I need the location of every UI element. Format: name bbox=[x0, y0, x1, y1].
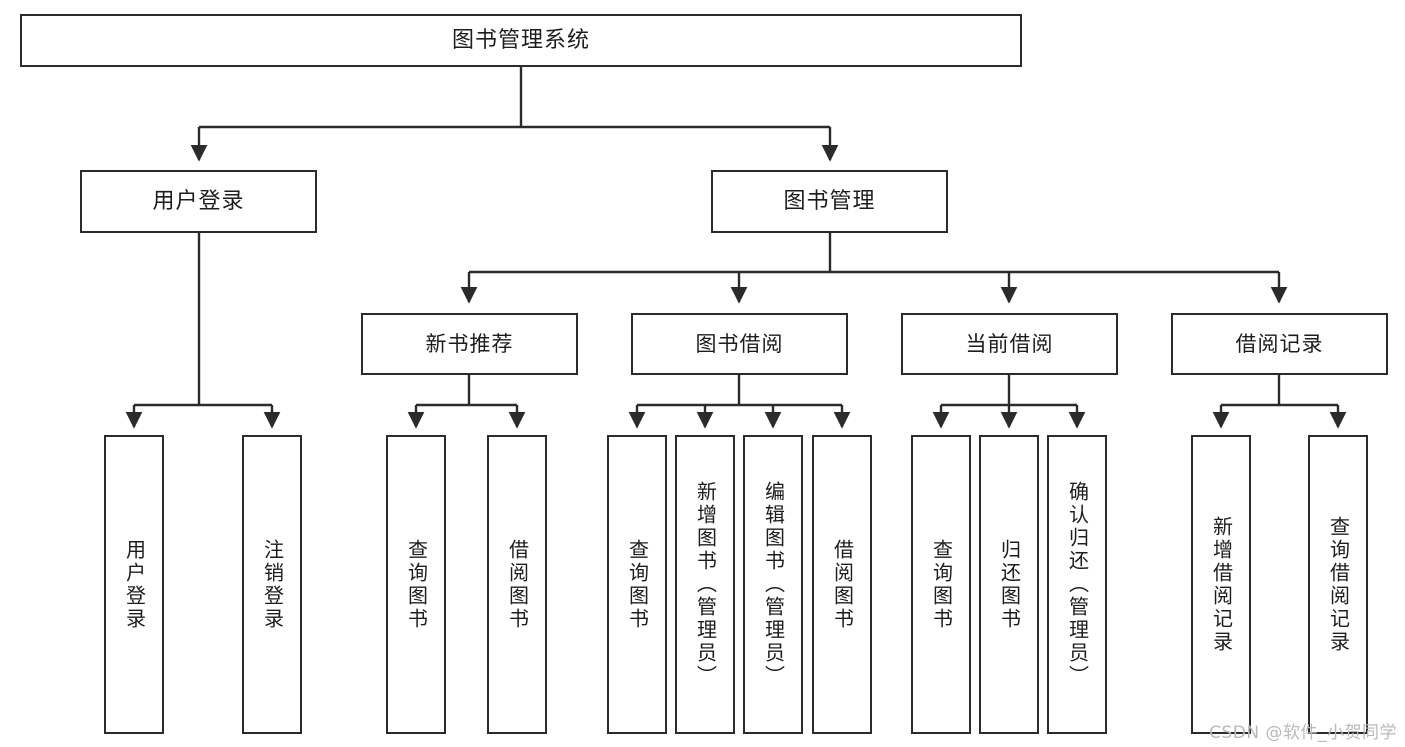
csdn-watermark: CSDN @软件_小贺同学 bbox=[1209, 723, 1397, 743]
node-label: 借阅图书 bbox=[505, 538, 530, 631]
node-label: 查询图书 bbox=[404, 538, 429, 631]
leaf-book-borrow-edit-book-admin[interactable]: 编辑图书（管理员） bbox=[743, 435, 803, 734]
leaf-book-borrow-borrow-book[interactable]: 借阅图书 bbox=[812, 435, 872, 734]
leaf-current-borrow-return-book[interactable]: 归还图书 bbox=[979, 435, 1039, 734]
node-new-book-recommend[interactable]: 新书推荐 bbox=[361, 313, 578, 375]
node-label: 用户登录 bbox=[122, 538, 147, 631]
node-label: 查询图书 bbox=[625, 538, 650, 631]
node-current-borrow[interactable]: 当前借阅 bbox=[901, 313, 1118, 375]
node-label: 借阅记录 bbox=[1235, 331, 1324, 356]
node-label: 编辑图书（管理员） bbox=[761, 481, 786, 688]
node-label: 新增图书（管理员） bbox=[693, 481, 718, 688]
leaf-book-borrow-query-book[interactable]: 查询图书 bbox=[607, 435, 667, 734]
leaf-new-book-borrow-book[interactable]: 借阅图书 bbox=[487, 435, 547, 734]
node-label: 新增借阅记录 bbox=[1209, 515, 1234, 654]
node-label: 用户登录 bbox=[152, 188, 245, 214]
leaf-current-borrow-confirm-return-admin[interactable]: 确认归还（管理员） bbox=[1047, 435, 1107, 734]
node-book-borrow[interactable]: 图书借阅 bbox=[631, 313, 848, 375]
leaf-user-login-logout[interactable]: 注销登录 bbox=[242, 435, 302, 734]
leaf-book-borrow-add-book-admin[interactable]: 新增图书（管理员） bbox=[675, 435, 735, 734]
node-label: 确认归还（管理员） bbox=[1065, 481, 1090, 688]
node-label: 新书推荐 bbox=[425, 331, 514, 356]
node-label: 图书管理系统 bbox=[451, 27, 590, 53]
node-root-book-management-system[interactable]: 图书管理系统 bbox=[20, 14, 1022, 67]
node-label: 当前借阅 bbox=[965, 331, 1054, 356]
leaf-current-borrow-query-book[interactable]: 查询图书 bbox=[911, 435, 971, 734]
node-borrow-record[interactable]: 借阅记录 bbox=[1171, 313, 1388, 375]
node-label: 图书借阅 bbox=[695, 331, 784, 356]
leaf-new-book-query-book[interactable]: 查询图书 bbox=[386, 435, 446, 734]
node-book-management[interactable]: 图书管理 bbox=[711, 170, 948, 233]
node-label: 借阅图书 bbox=[830, 538, 855, 631]
leaf-user-login-login[interactable]: 用户登录 bbox=[104, 435, 164, 734]
node-label: 注销登录 bbox=[260, 538, 285, 631]
node-label: 图书管理 bbox=[783, 188, 876, 214]
node-label: 查询借阅记录 bbox=[1326, 515, 1351, 654]
node-label: 查询图书 bbox=[929, 538, 954, 631]
leaf-borrow-record-add-record[interactable]: 新增借阅记录 bbox=[1191, 435, 1251, 734]
node-user-login[interactable]: 用户登录 bbox=[80, 170, 317, 233]
leaf-borrow-record-query-record[interactable]: 查询借阅记录 bbox=[1308, 435, 1368, 734]
node-label: 归还图书 bbox=[997, 538, 1022, 631]
